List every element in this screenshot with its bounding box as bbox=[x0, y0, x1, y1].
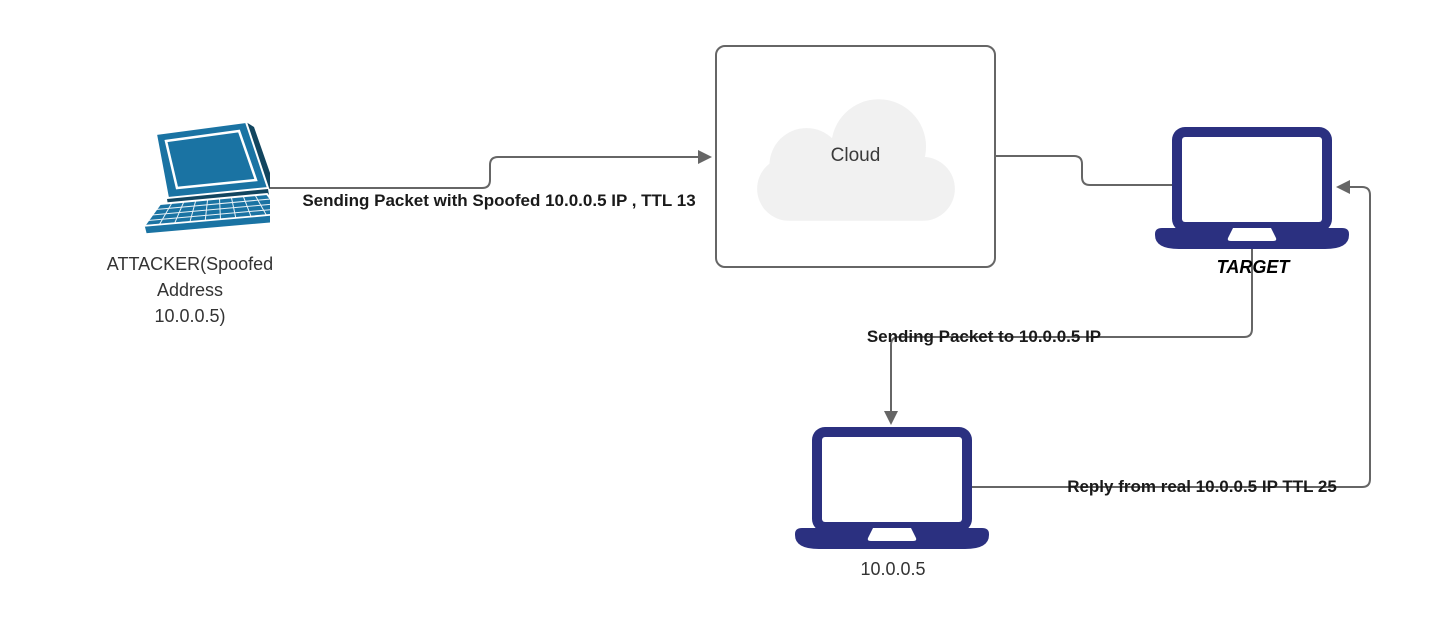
real-host-laptop-icon bbox=[795, 427, 989, 549]
cloud-icon bbox=[757, 99, 955, 221]
attacker-label-line-2: Address bbox=[156, 280, 224, 300]
edge-label-attacker-to-cloud: Sending Packet with Spoofed 10.0.0.5 IP … bbox=[302, 191, 696, 210]
edge-real-host-to-target bbox=[972, 186, 1371, 488]
cloud-node: Cloud bbox=[715, 45, 996, 268]
target-node-label: TARGET bbox=[1216, 257, 1290, 277]
real-host-node-label: 10.0.0.5 bbox=[860, 559, 926, 579]
edge-label-target-to-real-host: Sending Packet to 10.0.0.5 IP bbox=[866, 327, 1102, 346]
attacker-node-label: ATTACKER(Spoofed Address 10.0.0.5) bbox=[90, 251, 290, 329]
edge-attacker-to-cloud bbox=[263, 156, 698, 189]
arrowhead-into-target bbox=[1336, 180, 1350, 194]
attacker-label-line-3: 10.0.0.5) bbox=[154, 306, 226, 326]
cloud-node-label: Cloud bbox=[830, 145, 881, 166]
edge-cloud-to-target bbox=[994, 155, 1174, 186]
arrowhead-into-real-host bbox=[884, 411, 898, 425]
edge-label-real-host-to-target: Reply from real 10.0.0.5 IP TTL 25 bbox=[1067, 477, 1337, 496]
attacker-label-line-1: ATTACKER(Spoofed bbox=[106, 254, 274, 274]
target-laptop-icon bbox=[1155, 127, 1349, 249]
attacker-laptop-icon bbox=[141, 120, 270, 235]
edge-target-to-real-host bbox=[890, 248, 1253, 411]
arrowhead-into-cloud bbox=[698, 150, 712, 164]
